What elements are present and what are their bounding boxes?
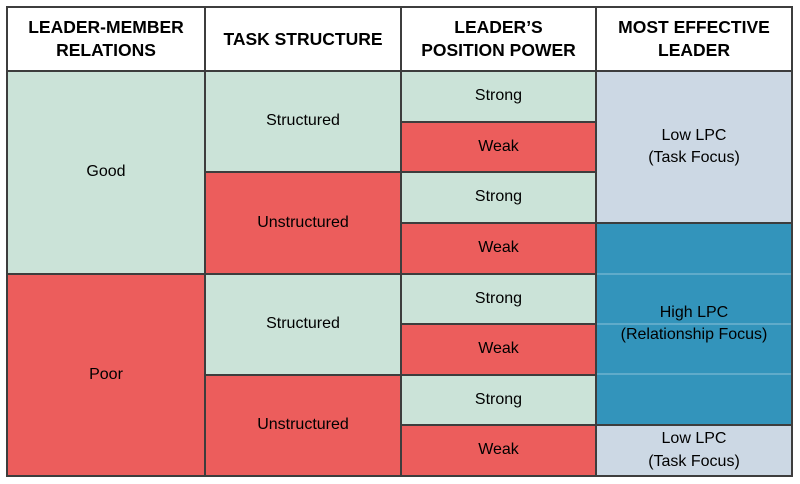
header-line: LEADER-MEMBER bbox=[28, 17, 184, 38]
cell-label: Weak bbox=[478, 441, 519, 459]
cell-label-line: (Task Focus) bbox=[648, 452, 740, 470]
cell-effective-low-lpc-top: Low LPC (Task Focus) bbox=[597, 72, 791, 222]
header-line: LEADER’S bbox=[454, 17, 543, 38]
cell-label: Strong bbox=[474, 87, 523, 105]
header-line: TASK STRUCTURE bbox=[223, 28, 383, 49]
header-most-effective-leader: MOST EFFECTIVE LEADER bbox=[597, 8, 791, 70]
cell-power-octant6-weak: Weak bbox=[402, 325, 595, 374]
cell-power-octant2-weak: Weak bbox=[402, 122, 595, 172]
cell-label: Strong bbox=[474, 188, 523, 206]
cell-relations-good: Good bbox=[8, 72, 204, 273]
cell-label-line: (Relationship Focus) bbox=[620, 326, 768, 344]
cell-label: Structured bbox=[266, 314, 340, 332]
cell-label: Weak bbox=[478, 340, 519, 358]
cell-task-poor-structured: Structured bbox=[206, 274, 400, 374]
cell-label: Weak bbox=[478, 137, 519, 155]
cell-power-octant4-weak: Weak bbox=[402, 223, 595, 273]
cell-label-line: (Task Focus) bbox=[648, 148, 740, 166]
cell-label: Structured bbox=[266, 112, 340, 130]
fiedler-contingency-table: LEADER-MEMBER RELATIONS TASK STRUCTURE L… bbox=[6, 6, 793, 477]
cell-task-poor-unstructured: Unstructured bbox=[206, 375, 400, 475]
cell-label-line: High LPC bbox=[659, 303, 729, 321]
cell-task-good-structured: Structured bbox=[206, 72, 400, 172]
cell-relations-poor: Poor bbox=[8, 274, 204, 475]
cell-label: Strong bbox=[474, 289, 523, 307]
cell-power-octant7-strong: Strong bbox=[402, 375, 595, 425]
cell-effective-high-lpc: High LPC (Relationship Focus) bbox=[597, 223, 791, 425]
cell-label: Unstructured bbox=[257, 213, 349, 231]
cell-label: Weak bbox=[478, 238, 519, 256]
cell-power-octant1-strong: Strong bbox=[402, 72, 595, 121]
header-line: RELATIONS bbox=[56, 40, 156, 60]
cell-label-line: Low LPC bbox=[661, 430, 727, 448]
header-task-structure: TASK STRUCTURE bbox=[206, 8, 400, 70]
cell-label-line: Low LPC bbox=[661, 126, 727, 144]
header-line: LEADER bbox=[658, 40, 730, 60]
header-line: MOST EFFECTIVE bbox=[618, 17, 770, 38]
cell-label: Strong bbox=[474, 390, 523, 408]
header-line: POSITION POWER bbox=[421, 40, 576, 60]
cell-effective-low-lpc-bottom: Low LPC (Task Focus) bbox=[597, 426, 791, 475]
cell-task-good-unstructured: Unstructured bbox=[206, 173, 400, 273]
cell-power-octant8-weak: Weak bbox=[402, 426, 595, 475]
header-leader-member-relations: LEADER-MEMBER RELATIONS bbox=[8, 8, 204, 70]
header-leaders-position-power: LEADER’S POSITION POWER bbox=[402, 8, 595, 70]
cell-label: Poor bbox=[89, 365, 123, 383]
cell-label: Unstructured bbox=[257, 416, 349, 434]
cell-label: Good bbox=[86, 163, 126, 181]
cell-power-octant3-strong: Strong bbox=[402, 173, 595, 222]
cell-power-octant5-strong: Strong bbox=[402, 274, 595, 324]
